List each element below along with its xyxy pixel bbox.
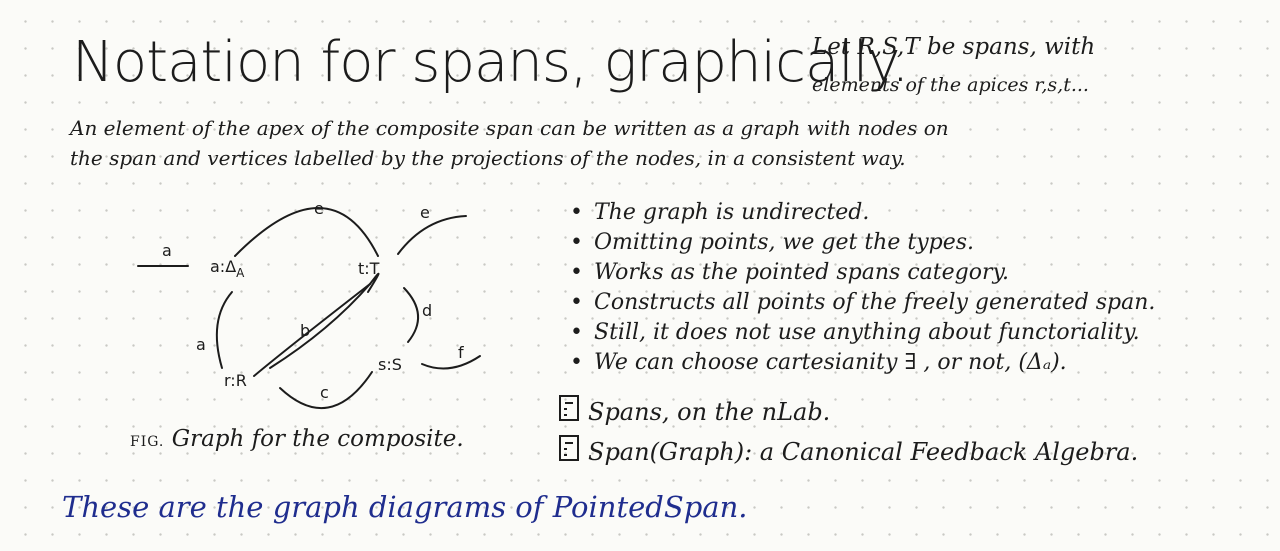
node-t: t:T xyxy=(358,259,380,278)
figure-caption-prefix: FIG. xyxy=(130,434,165,450)
edge-label-c: c xyxy=(320,383,329,402)
bullet-list: • The graph is undirected. • Omitting poin… xyxy=(570,198,1155,378)
reference-link[interactable]: Span(Graph): a Canonical Feedback Algebr… xyxy=(588,438,1139,466)
bullet-dot: • xyxy=(570,290,583,315)
bullet-dot: • xyxy=(570,200,583,225)
document-icon xyxy=(558,434,580,474)
edge-label-b: b xyxy=(300,321,310,340)
reference-item[interactable]: Span(Graph): a Canonical Feedback Algebr… xyxy=(558,432,1138,472)
edge-label-f: f xyxy=(458,343,464,362)
bullet-text: The graph is undirected. xyxy=(594,200,870,225)
bullet-dot: • xyxy=(570,350,583,375)
reference-item[interactable]: Spans, on the nLab. xyxy=(558,392,1138,432)
footer-note: These are the graph diagrams of PointedS… xyxy=(62,490,748,524)
figure-caption: FIG. Graph for the composite. xyxy=(130,426,464,452)
bullet-dot: • xyxy=(570,320,583,345)
node-s: s:S xyxy=(378,355,402,374)
node-a: a:ΔA xyxy=(210,257,245,280)
intro-line-2: elements of the apices r,s,t... xyxy=(812,74,1089,96)
node-a-label: a:Δ xyxy=(210,257,236,276)
node-a-subscript: A xyxy=(236,266,245,280)
reference-link[interactable]: Spans, on the nLab. xyxy=(588,398,831,426)
edge-d xyxy=(403,287,420,343)
span-graph-diagram: a e e a b d c f a:ΔA t:T r:R s:S xyxy=(137,199,481,410)
bullet-dot: • xyxy=(570,260,583,285)
figure-caption-text: Graph for the composite. xyxy=(171,426,464,452)
bullet-item: • Constructs all points of the freely gen… xyxy=(570,288,1155,318)
edge-b-link xyxy=(367,272,380,293)
bullet-item: • Omitting points, we get the types. xyxy=(570,228,1155,258)
paragraph-line-2: the span and vertices labelled by the pr… xyxy=(70,146,906,170)
edge-c xyxy=(279,371,373,410)
bullet-item: • The graph is undirected. xyxy=(570,198,1155,228)
bullet-text: Omitting points, we get the types. xyxy=(594,230,975,255)
edge-label-e-right: e xyxy=(420,203,430,222)
edge-b-lower xyxy=(253,283,371,377)
paragraph-line-1: An element of the apex of the composite … xyxy=(70,116,949,140)
edge-label-d: d xyxy=(422,301,432,320)
edge-b xyxy=(269,283,371,369)
edge-label-a-side: a xyxy=(196,335,206,354)
page-title: Notation for spans, graphically. xyxy=(72,30,909,95)
bullet-text: We can choose cartesianity ∃ , or not, (… xyxy=(594,350,1067,375)
intro-line-1: Let R,S,T be spans, with xyxy=(812,34,1096,60)
bullet-text: Still, it does not use anything about fu… xyxy=(594,320,1140,345)
edge-f xyxy=(421,355,481,370)
bullet-item: • We can choose cartesianity ∃ , or not, … xyxy=(570,348,1155,378)
edge-label-a-left: a xyxy=(162,241,172,260)
edge-e-right xyxy=(397,215,467,255)
reference-list: Spans, on the nLab. Span(Graph): a Canon… xyxy=(558,392,1138,472)
bullet-item: • Still, it does not use anything about f… xyxy=(570,318,1155,348)
bullet-text: Constructs all points of the freely gene… xyxy=(594,290,1156,315)
edge-e-top xyxy=(234,207,379,257)
node-r: r:R xyxy=(224,371,247,390)
edge-label-e-top: e xyxy=(314,199,324,218)
bullet-dot: • xyxy=(570,230,583,255)
bullet-text: Works as the pointed spans category. xyxy=(594,260,1009,285)
edge-a-side xyxy=(215,291,233,369)
bullet-item: • Works as the pointed spans category. xyxy=(570,258,1155,288)
document-icon xyxy=(558,394,580,434)
